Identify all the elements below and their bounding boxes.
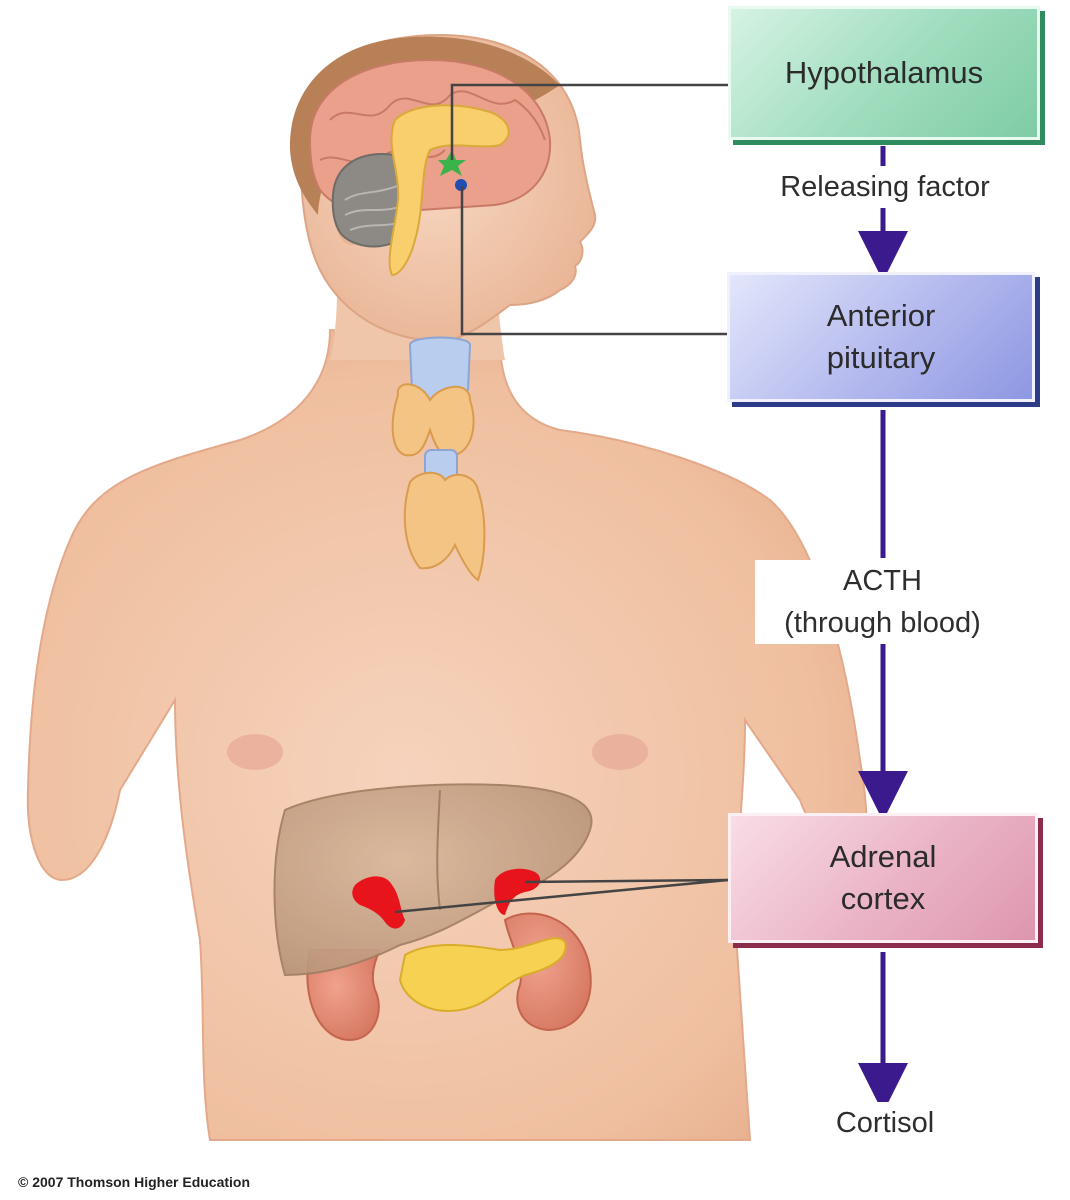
releasing-factor-label: Releasing factor (760, 166, 1010, 208)
adrenal-cortex-box: Adrenal cortex (728, 813, 1038, 943)
left-kidney (306, 949, 382, 1042)
adrenal-leader-line-left (394, 878, 729, 914)
thymus (403, 471, 486, 582)
adrenal-cortex-label-line1: Adrenal (829, 839, 937, 874)
hypothalamus-box: Hypothalamus (728, 6, 1040, 140)
acth-label-line2: (through blood) (784, 607, 981, 639)
pituitary-leader-line (460, 186, 727, 336)
anterior-pituitary-box: Anterior pituitary (727, 272, 1035, 402)
anterior-pituitary-label-line2: pituitary (826, 340, 936, 375)
acth-label-line1: ACTH (843, 565, 922, 597)
cortisol-label: Cortisol (800, 1102, 970, 1144)
right-adrenal-gland (494, 868, 541, 915)
anterior-pituitary-label-line1: Anterior (826, 298, 936, 333)
acth-label: ACTH (through blood) (755, 560, 1010, 644)
hypothalamus-leader-line (450, 83, 728, 160)
hypothalamus-label: Hypothalamus (784, 55, 984, 90)
torso (26, 328, 868, 1141)
pituitary-dot (455, 179, 467, 191)
adrenal-leader-line-right (524, 878, 729, 884)
brainstem (388, 104, 510, 277)
hypothalamus-dot (438, 150, 466, 176)
left-nipple (227, 734, 283, 770)
copyright-notice: © 2007 Thomson Higher Education (18, 1174, 251, 1190)
adrenal-cortex-label-line2: cortex (840, 881, 926, 916)
left-adrenal-gland (352, 876, 405, 929)
right-nipple (592, 734, 648, 770)
pancreas (398, 937, 567, 1012)
